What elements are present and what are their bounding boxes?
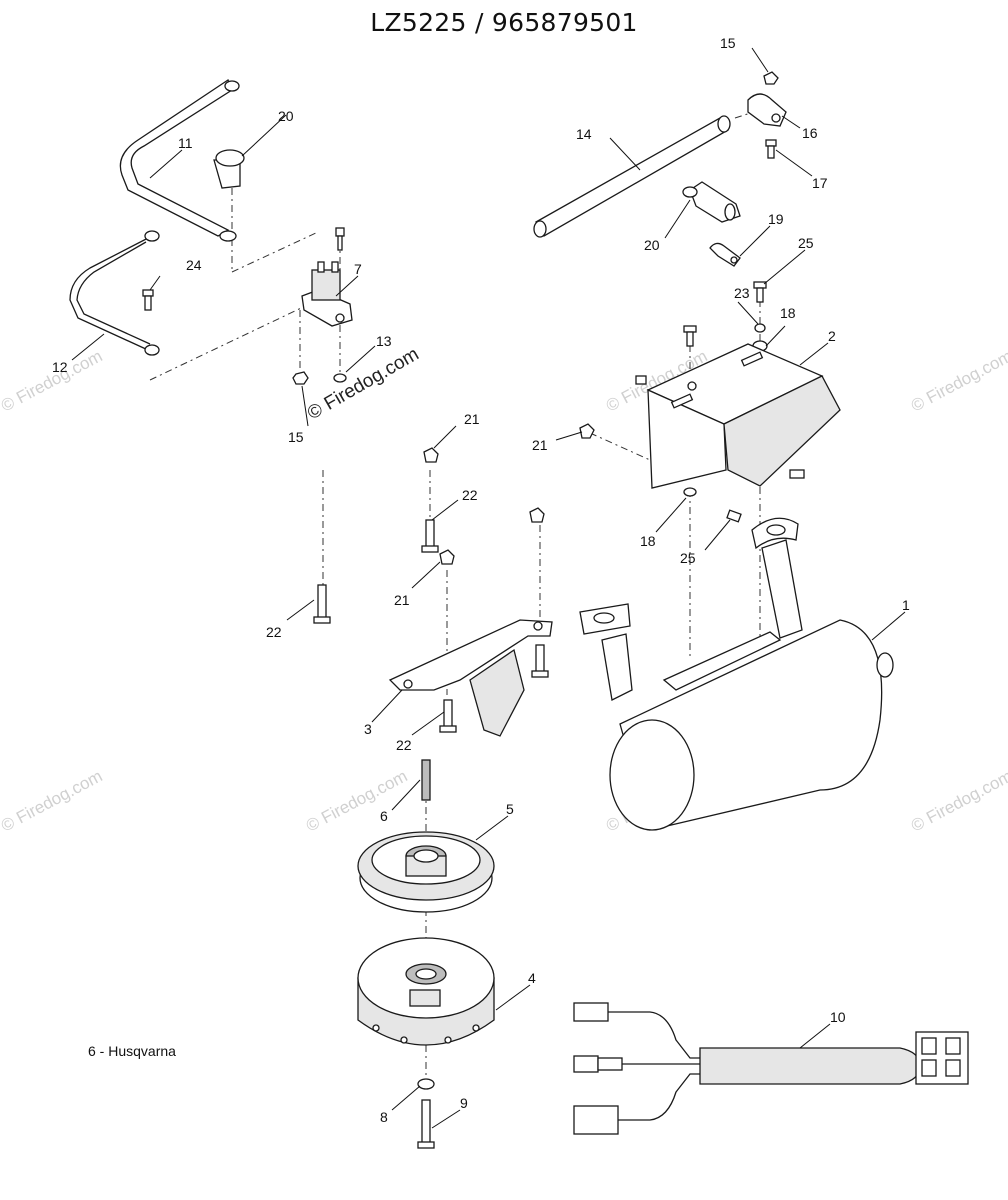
callout-20-right: 20 [644,237,660,253]
diagram-title: LZ5225 / 965879501 [370,8,638,37]
terminal-boot-part-20 [213,149,245,189]
callout-22-bottom: 22 [396,737,412,753]
watermark-text: © Firedog.com [908,346,1008,415]
callout-17: 17 [812,175,828,191]
watermark-text: © Firedog.com [303,766,411,835]
callout-18-mid: 18 [640,533,656,549]
callout-7: 7 [354,261,362,277]
callout-20-left: 20 [278,108,294,124]
nuts-part-13-15 [292,371,347,385]
watermark-text: © Firedog.com [0,346,106,415]
clutch-part-4 [357,937,495,1046]
callout-13: 13 [376,333,392,349]
nuts-bolts-21-22 [313,447,549,733]
washer-bolt-8-9 [417,1078,435,1149]
watermark-text: © Firedog.com [908,766,1008,835]
clip-part-19 [709,242,741,267]
callout-15-left: 15 [288,429,304,445]
callout-16: 16 [802,125,818,141]
callout-4: 4 [528,970,536,986]
callout-21-top: 21 [464,411,480,427]
wire-harness-part-10 [573,1002,969,1135]
heat-shield-part-2 [635,343,841,489]
ground-cable-part-12 [69,230,160,356]
callout-25-mid: 25 [680,550,696,566]
battery-cable-part-11 [119,79,240,242]
callout-23: 23 [734,285,750,301]
callout-5: 5 [506,801,514,817]
nut-part-21 [579,423,595,439]
callout-19: 19 [768,211,784,227]
watermark-text: © Firedog.com [0,766,106,835]
muffler-part-1 [579,517,894,831]
callout-11: 11 [178,135,193,151]
callout-10: 10 [830,1009,846,1025]
callout-2: 2 [828,328,836,344]
leader-lines [71,47,906,1129]
starter-solenoid-part-7 [301,227,353,327]
elbow-fitting-part-20 [682,181,741,223]
callout-15-top: 15 [720,35,736,51]
tube-part-14 [533,115,731,238]
bolt-washers-23-25-18 [683,281,768,352]
key-part-6 [421,759,431,801]
callout-22-top: 22 [462,487,478,503]
callout-8: 8 [380,1109,388,1125]
callout-12: 12 [52,359,68,375]
callout-3: 3 [364,721,372,737]
callout-1: 1 [902,597,910,613]
callout-18-top: 18 [780,305,796,321]
bolt-part-24 [142,289,154,311]
bracket-part-3 [388,619,553,737]
clamp-hardware-15-16-17 [747,71,787,159]
callout-24: 24 [186,257,202,273]
callout-21-mid: 21 [394,592,410,608]
pulley-part-5 [357,831,495,913]
brand-note: 6 - Husqvarna [88,1043,176,1059]
callout-6: 6 [380,808,388,824]
callout-22-left: 22 [266,624,282,640]
callout-14: 14 [576,126,592,142]
callout-25-top: 25 [798,235,814,251]
callouts: 1 2 3 4 5 6 7 8 9 10 11 12 13 14 15 15 1… [52,35,910,1125]
callout-9: 9 [460,1095,468,1111]
callout-21-right: 21 [532,437,548,453]
washer-bolt-18-25 [683,487,742,523]
